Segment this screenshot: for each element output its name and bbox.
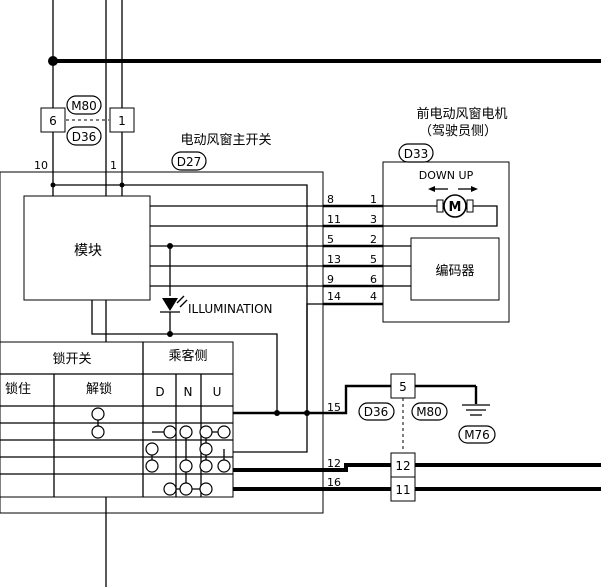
switch-contact (179, 425, 193, 439)
motor-icon (443, 194, 467, 218)
wire (91, 300, 278, 413)
led-ray (176, 295, 185, 304)
arrow-left-icon (428, 186, 435, 192)
connector-tag-text: D36 (72, 130, 97, 144)
connector-tag (358, 402, 395, 421)
pin-label: 6 (370, 273, 377, 286)
pin-label: 15 (327, 401, 341, 414)
switch-contact (179, 482, 193, 496)
pin-label: 5 (370, 253, 377, 266)
motor-frame (382, 161, 510, 323)
junction-dot (304, 410, 310, 416)
connector-tag (66, 95, 102, 115)
pin-label: 4 (370, 290, 377, 303)
wire-number: 10 (34, 159, 48, 172)
connector-tag-text: D36 (364, 405, 389, 419)
pin-label: 5 (327, 233, 334, 246)
switch-contact (91, 407, 105, 421)
motor-symbol: M (449, 200, 462, 215)
switch-contact (145, 442, 159, 456)
motor-brush (436, 199, 444, 213)
pin-label: 12 (395, 459, 410, 473)
pin-label: 8 (327, 193, 334, 206)
switch-contact (217, 425, 231, 439)
connector-tag (66, 126, 102, 146)
junction-dot (48, 56, 58, 66)
switch-table (0, 341, 234, 498)
pin-label: 5 (399, 380, 407, 394)
pin-label: 3 (370, 213, 377, 226)
motor-brush (466, 199, 474, 213)
main-switch-title: 电动风窗主开关 (180, 132, 271, 148)
switch-contact (199, 482, 213, 496)
wire (306, 303, 323, 413)
junction-dot (50, 182, 56, 188)
module-label: 模块 (74, 243, 102, 259)
switch-contact (199, 459, 213, 473)
junction-dot (119, 182, 125, 188)
switch-contact (163, 482, 177, 496)
led-icon (162, 298, 178, 311)
pin-label: 9 (327, 273, 334, 286)
illumination-label: ILLUMINATION (188, 302, 273, 316)
pin-label: 1 (370, 193, 377, 206)
column-d-header: D (155, 385, 164, 399)
lock-column-header: 锁住 (5, 381, 31, 397)
lock-switch-header: 锁开关 (52, 351, 91, 367)
connector-tag-text: M80 (416, 405, 442, 419)
switch-contact (199, 442, 213, 456)
pin-label: 1 (118, 114, 126, 128)
switch-contact (145, 459, 159, 473)
wire (323, 463, 391, 472)
connector-tag-text: D33 (404, 147, 429, 161)
connector-tag (411, 402, 448, 421)
column-n-header: N (184, 385, 193, 399)
connector-tag-text: M76 (464, 428, 490, 442)
pin-label: 14 (327, 290, 341, 303)
pin-label: 12 (327, 457, 341, 470)
connector-pin-box (40, 107, 66, 133)
switch-contact (199, 425, 213, 439)
passenger-side-header: 乘客侧 (168, 348, 207, 364)
wire (383, 205, 498, 227)
switch-contact (91, 425, 105, 439)
wire (323, 384, 391, 415)
arrow-right-icon (471, 186, 478, 192)
connector-pin-box (390, 476, 416, 502)
down-up-label: DOWN UP (419, 169, 474, 182)
column-u-header: U (213, 385, 222, 399)
main-switch-frame (0, 171, 324, 514)
module-box (23, 195, 151, 301)
pin-label: 2 (370, 233, 377, 246)
pin-label: 13 (327, 253, 341, 266)
connector-tag-text: M80 (71, 99, 97, 113)
connector-pin-box (390, 452, 416, 478)
motor-subtitle: （驾驶员侧） (419, 124, 497, 139)
pin-label: 6 (49, 114, 57, 128)
switch-contact (163, 425, 177, 439)
motor-title: 前电动风窗电机 (416, 106, 507, 122)
encoder-box (410, 237, 500, 301)
pin-label: 16 (327, 476, 341, 489)
switch-contact (217, 459, 231, 473)
encoder-label: 编码器 (435, 264, 474, 279)
switch-contact (179, 459, 193, 473)
unlock-column-header: 解锁 (86, 381, 112, 397)
connector-tag (171, 151, 207, 171)
pin-label: 11 (327, 213, 341, 226)
wire-number: 1 (110, 159, 117, 172)
led-ray (179, 299, 188, 308)
pin-label: 11 (395, 483, 410, 497)
connector-tag (458, 425, 496, 444)
connector-tag-text: D27 (177, 155, 202, 169)
